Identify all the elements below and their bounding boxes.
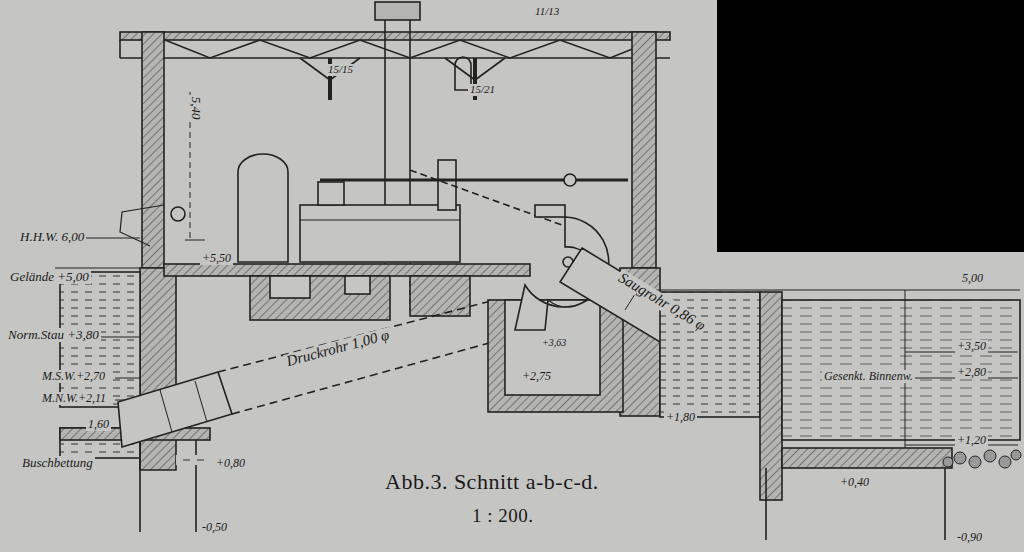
dimension-label: Buschbettung — [20, 456, 95, 470]
dimension-label: +2,80 — [955, 366, 988, 379]
dimension-label: Druckrohr 1,00 φ — [283, 327, 393, 371]
dimension-label: 5,40 — [189, 95, 203, 122]
dimension-label: M.S.W.+2,70 — [40, 370, 107, 383]
dimension-label: Saugrohr 0,86 φ — [614, 269, 710, 335]
scale-caption: 1 : 200. — [470, 506, 536, 526]
dimension-label: H.H.W. 6,00 — [18, 230, 86, 244]
dimension-label: +0,80 — [214, 457, 247, 470]
dimension-label: +3,63 — [540, 338, 568, 349]
dimension-label: +2,75 — [520, 370, 553, 383]
dimension-label: +1,20 — [955, 434, 988, 447]
dimension-label: -0,50 — [200, 521, 229, 534]
dimension-label: 11/13 — [533, 6, 561, 18]
dimension-label: Gelände +5,00 — [8, 270, 91, 284]
dimension-label: Norm.Stau +3,80 — [6, 328, 101, 342]
dimension-label: -0,90 — [955, 531, 984, 544]
dimension-label: 15/15 — [326, 64, 355, 76]
dimension-label: +1,80 — [664, 411, 697, 424]
dimension-label: +3,50 — [955, 340, 988, 353]
dimension-label: Gesenkt. Binnenw. — [822, 370, 915, 383]
dimension-label: +0,40 — [838, 476, 871, 489]
dimension-label: 15/21 — [468, 84, 497, 96]
dimension-label: 1,60 — [86, 418, 111, 431]
dimension-label: M.N.W.+2,11 — [40, 392, 108, 405]
figure-title: Abb.3. Schnitt a-b-c-d. — [383, 470, 601, 493]
dimension-label: 5,00 — [960, 272, 985, 285]
dimension-label: +5,50 — [200, 252, 233, 265]
